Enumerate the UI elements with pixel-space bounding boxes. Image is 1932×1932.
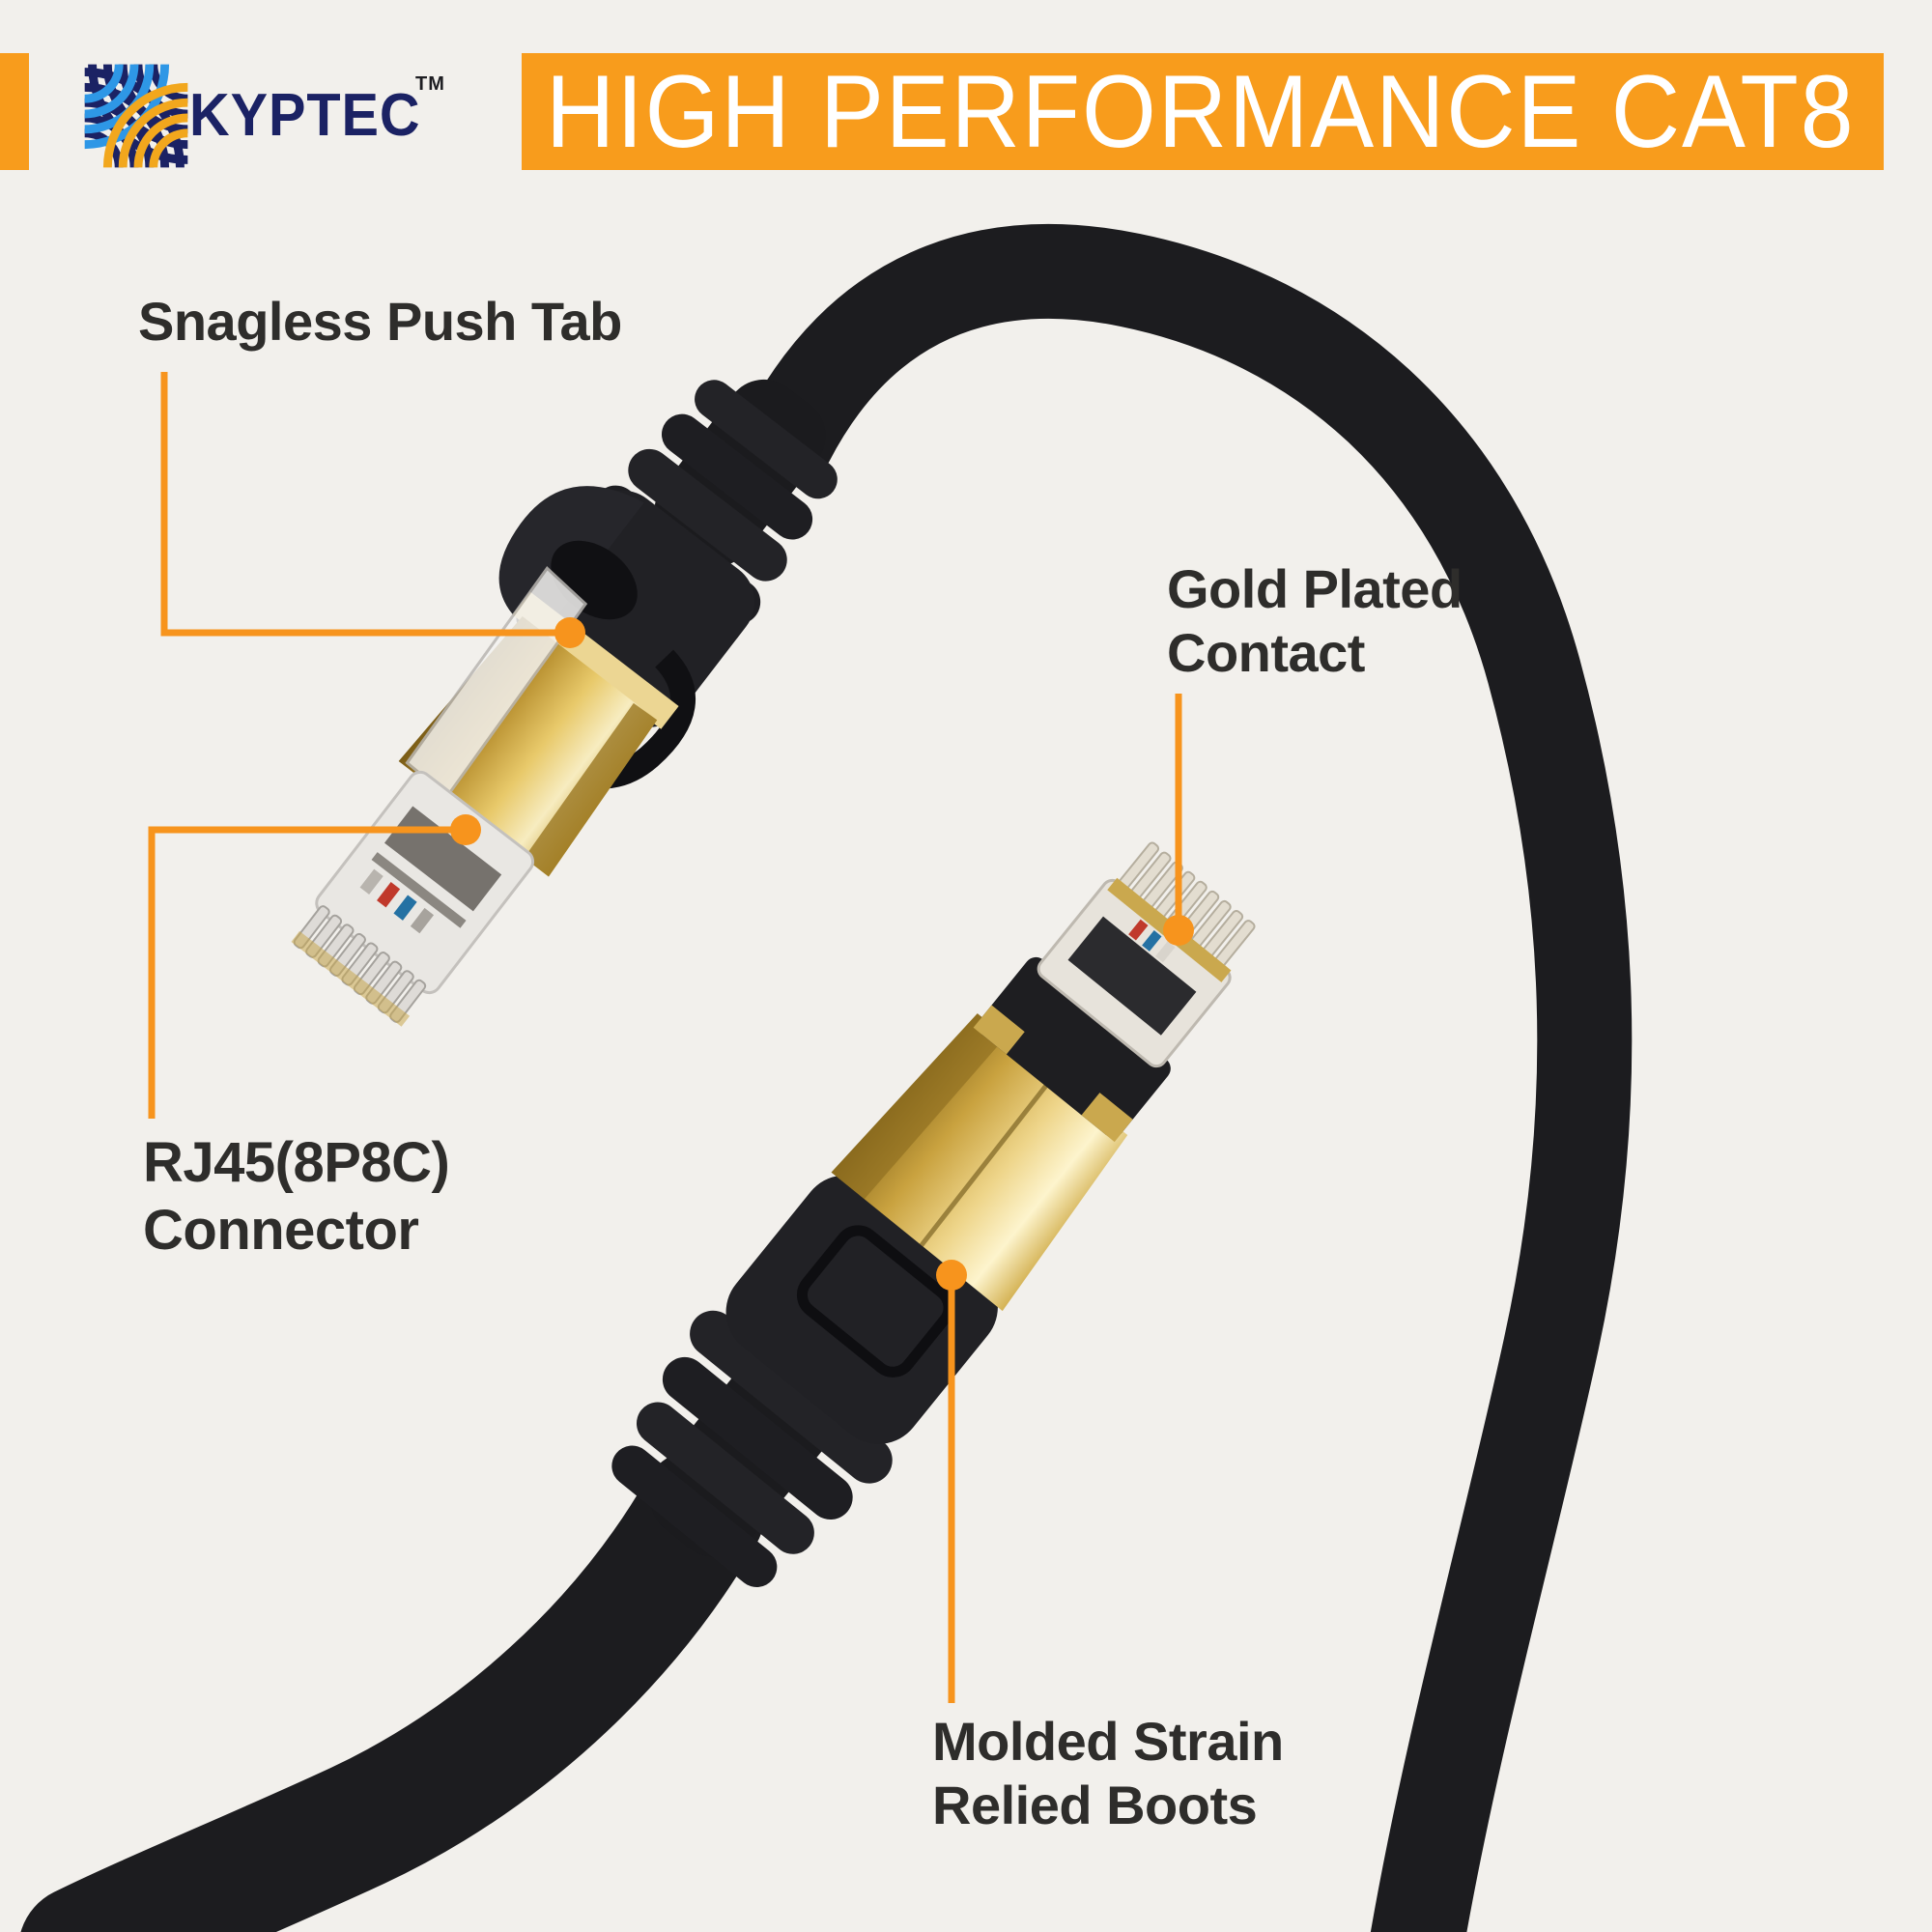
callout-line: Gold Plated xyxy=(1167,558,1463,619)
trademark-symbol: TM xyxy=(415,73,445,95)
dot-snagless xyxy=(554,617,585,648)
banner-title: HIGH PERFORMANCE CAT8 xyxy=(546,54,1856,170)
dot-boots xyxy=(936,1260,967,1291)
cable-arch xyxy=(740,223,1633,1932)
dot-rj45 xyxy=(450,814,481,845)
callout-molded-strain-boots: Molded Strain Relied Boots xyxy=(932,1710,1284,1837)
callout-snagless-push-tab: Snagless Push Tab xyxy=(138,290,622,354)
callout-line: RJ45(8P8C) xyxy=(143,1131,450,1194)
leader-rj45 xyxy=(148,826,466,1119)
callout-line: Contact xyxy=(1167,622,1365,683)
right-clear-tip xyxy=(1037,878,1232,1068)
right-collar xyxy=(973,956,1171,1143)
leader-dots xyxy=(450,617,1194,1291)
left-pin-teeth xyxy=(291,905,427,1027)
title-banner: HIGH PERFORMANCE CAT8 xyxy=(522,53,1884,170)
callout-gold-plated-contact: Gold Plated Contact xyxy=(1167,557,1463,685)
leader-snagless xyxy=(160,372,570,637)
brand-name: KYPTEC xyxy=(189,82,421,149)
callout-line: Connector xyxy=(143,1199,419,1262)
left-accent-bar xyxy=(0,53,29,170)
callout-line: Snagless Push Tab xyxy=(138,291,622,352)
kyptec-logo-icon xyxy=(84,64,188,168)
callout-line: Molded Strain xyxy=(932,1711,1284,1772)
cable-bottom-left xyxy=(20,1448,765,1932)
dot-gold-contact xyxy=(1163,915,1194,946)
callout-rj45-connector: RJ45(8P8C) Connector xyxy=(143,1129,450,1264)
leader-lines xyxy=(148,372,1182,1703)
right-connector xyxy=(611,841,1256,1588)
callout-line: Relied Boots xyxy=(932,1775,1258,1835)
right-strain-relief xyxy=(611,1310,893,1588)
right-gold-contacts xyxy=(1107,841,1256,982)
left-connector xyxy=(291,379,838,1027)
